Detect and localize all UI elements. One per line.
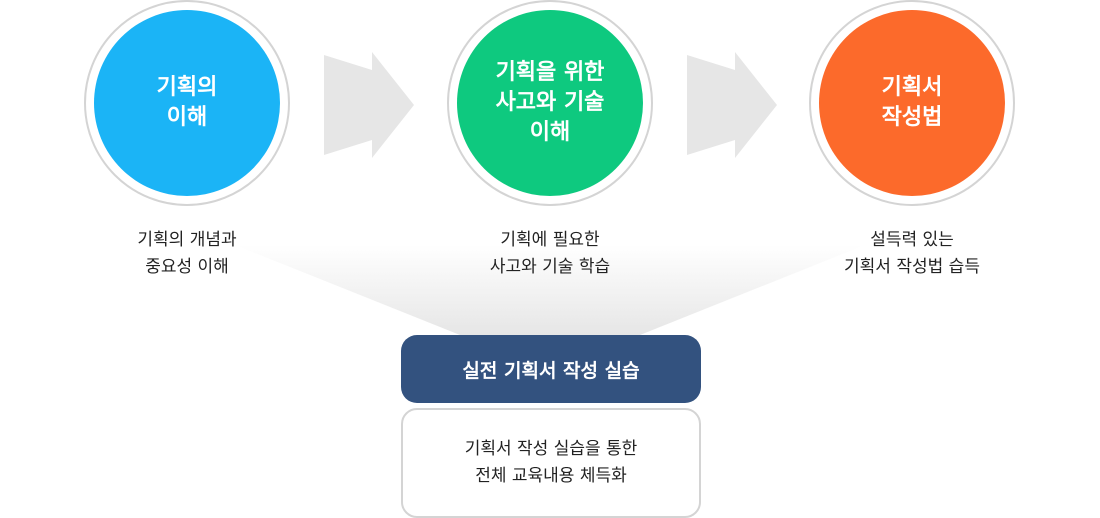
step-1-ring: 기획의 이해 [84, 0, 290, 206]
step-1-description: 기획의 개념과 중요성 이해 [137, 230, 237, 277]
final-step-description: 기획서 작성 실습을 통한 전체 교육내용 체득화 [401, 408, 701, 518]
step-2-circle: 기획을 위한 사고와 기술 이해 [457, 10, 643, 196]
step-3-ring: 기획서 작성법 [809, 0, 1015, 206]
step-1-circle: 기획의 이해 [94, 10, 280, 196]
step-3-circle: 기획서 작성법 [819, 10, 1005, 196]
step-2-description: 기획에 필요한 사고와 기술 학습 [489, 230, 611, 277]
final-step-title: 실전 기획서 작성 실습 [401, 335, 701, 403]
step-3-description: 설득력 있는 기획서 작성법 습득 [844, 230, 980, 277]
arrow-right-icon [324, 52, 414, 158]
arrow-right-icon [687, 52, 777, 158]
step-2-ring: 기획을 위한 사고와 기술 이해 [447, 0, 653, 206]
